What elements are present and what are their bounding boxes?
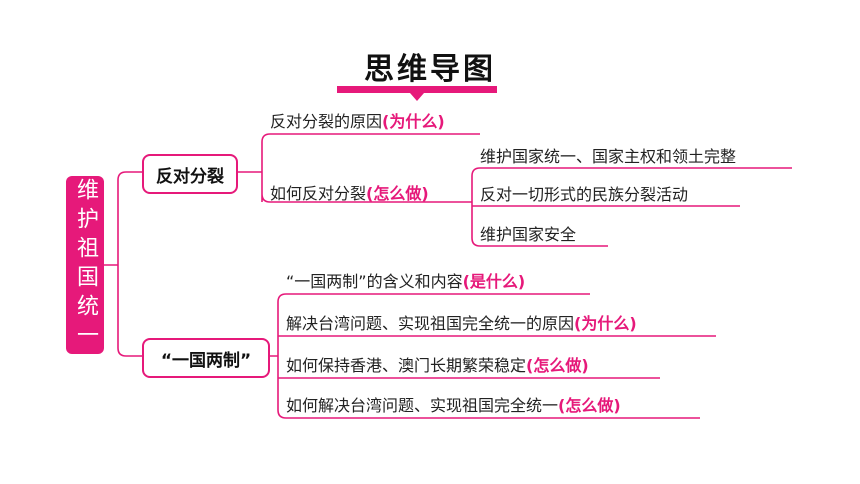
leaf-tag: (怎么做) (558, 396, 621, 415)
root-node: 维护祖国统一 (66, 176, 104, 354)
leaf-text: 解决台湾问题、实现祖国完全统一的原因 (286, 314, 575, 333)
title-pointer (410, 93, 424, 101)
leaf-text: 反对一切形式的民族分裂活动 (480, 185, 689, 204)
leaf-text: 维护国家安全 (480, 225, 577, 244)
diagram-title: 思维导图 (364, 52, 496, 87)
leaf-text: “一国两制”的含义和内容 (286, 272, 463, 291)
leaf-text: 如何反对分裂 (270, 184, 367, 203)
subleaf-national-security: 维护国家安全 (480, 225, 576, 245)
leaf-hk-macao-how: 如何保持香港、澳门长期繁荣稳定(怎么做) (286, 356, 589, 376)
leaf-taiwan-how: 如何解决台湾问题、实现祖国完全统一(怎么做) (286, 396, 621, 416)
leaf-text: 如何保持香港、澳门长期繁荣稳定 (286, 356, 527, 375)
branch-one-country-two-systems: “一国两制” (142, 338, 270, 378)
leaf-tag: (怎么做) (366, 184, 429, 203)
leaf-text: 反对分裂的原因 (270, 112, 383, 131)
branch1-connector (236, 133, 480, 203)
root-label: 维护祖国统一 (73, 178, 98, 352)
leaf-anti-separatism-reason: 反对分裂的原因(为什么) (270, 112, 445, 132)
subleaf-oppose-separatism: 反对一切形式的民族分裂活动 (480, 185, 688, 205)
leaf-taiwan-reason: 解决台湾问题、实现祖国完全统一的原因(为什么) (286, 314, 637, 334)
leaf-tag: (为什么) (382, 112, 445, 131)
root-connector (104, 171, 142, 357)
leaf-tag: (怎么做) (526, 356, 589, 375)
leaf-octs-meaning: “一国两制”的含义和内容(是什么) (286, 272, 525, 292)
leaf-anti-separatism-how: 如何反对分裂(怎么做) (270, 184, 429, 204)
subleaf-safeguard-unity: 维护国家统一、国家主权和领土完整 (480, 147, 736, 167)
branch2-connector (268, 293, 716, 419)
branch-label: “一国两制” (160, 350, 252, 371)
leaf-tag: (为什么) (574, 314, 637, 333)
sub-connector (466, 167, 792, 247)
branch-label: 反对分裂 (156, 166, 224, 187)
title-underline (337, 86, 497, 93)
leaf-text: 如何解决台湾问题、实现祖国完全统一 (286, 396, 559, 415)
branch-anti-separatism: 反对分裂 (142, 154, 238, 194)
leaf-tag: (是什么) (462, 272, 526, 291)
leaf-text: 维护国家统一、国家主权和领土完整 (480, 147, 737, 166)
